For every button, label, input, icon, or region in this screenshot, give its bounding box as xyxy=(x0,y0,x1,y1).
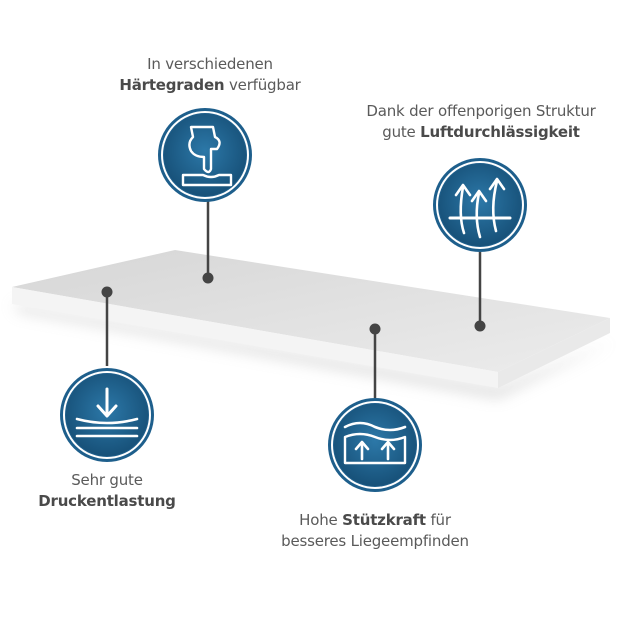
label-line-2: Druckentlastung xyxy=(17,491,197,512)
mattress-side-edge xyxy=(498,318,610,388)
label-line-2: gute Luftdurchlässigkeit xyxy=(382,123,580,141)
label-bold: Härtegraden xyxy=(119,76,225,94)
label-bold: Luftdurchlässigkeit xyxy=(420,123,580,141)
label-bold: Druckentlastung xyxy=(38,492,176,510)
pointer-haertegrade xyxy=(202,200,214,284)
mattress-front-edge xyxy=(12,287,498,388)
finger-press-icon xyxy=(158,108,252,202)
feature-label-haertegrade: In verschiedenen Härtegraden verfügbar xyxy=(90,54,330,96)
pressure-relief-icon xyxy=(60,368,154,462)
mattress-topper xyxy=(12,250,612,398)
pointer-druckentlastung xyxy=(101,286,113,366)
label-line-2: besseres Liegeempfinden xyxy=(281,532,469,550)
pointer-stuetzkraft xyxy=(369,323,381,398)
feature-label-druckentlastung: Sehr gute Druckentlastung xyxy=(17,470,197,512)
feature-label-stuetzkraft: Hohe Stützkraft für besseres Liegeempfin… xyxy=(250,510,500,552)
label-line-1: Hohe Stützkraft für xyxy=(299,511,451,529)
mattress-top-surface xyxy=(12,250,610,372)
label-line-2: Härtegraden verfügbar xyxy=(119,76,301,94)
airflow-arrows-icon xyxy=(433,158,527,252)
feature-label-luftdurchlaessigkeit: Dank der offenporigen Struktur gute Luft… xyxy=(336,101,620,143)
label-line-1: In verschiedenen xyxy=(147,55,273,73)
label-bold: Stützkraft xyxy=(342,511,426,529)
label-line-1: Dank der offenporigen Struktur xyxy=(366,102,596,120)
support-force-icon xyxy=(328,398,422,492)
pointer-luftdurchlaessigkeit xyxy=(474,252,486,332)
label-line-1: Sehr gute xyxy=(71,471,143,489)
